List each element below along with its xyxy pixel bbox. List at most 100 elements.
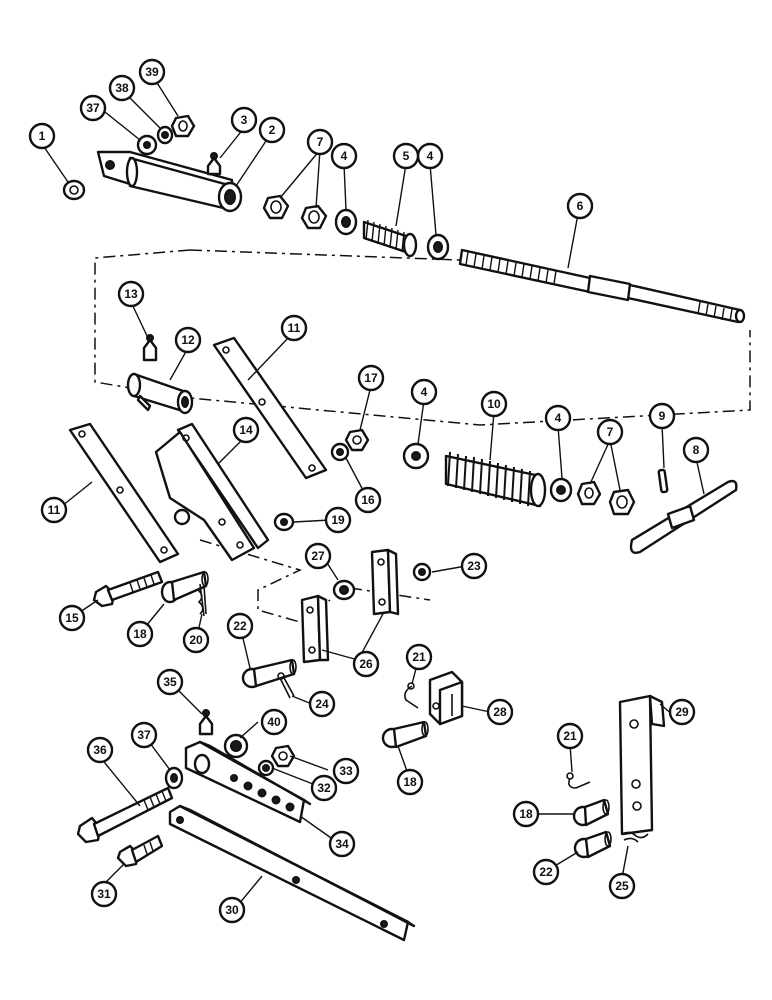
svg-text:30: 30 — [225, 903, 239, 917]
svg-text:21: 21 — [412, 650, 426, 664]
callout-22-mid: 22 — [226, 612, 254, 640]
part-washer-4-mid-b — [549, 477, 573, 503]
svg-text:19: 19 — [331, 513, 345, 527]
part-bolt-15 — [92, 570, 164, 608]
part-nut-7-mid-a — [576, 480, 602, 506]
part-cotter-pin-24 — [277, 672, 295, 699]
svg-text:18: 18 — [133, 627, 147, 641]
part-pivot-tube-12 — [126, 372, 194, 415]
svg-text:29: 29 — [675, 705, 689, 719]
callout-9: 9 — [648, 402, 676, 430]
svg-text:9: 9 — [659, 409, 666, 423]
svg-text:31: 31 — [97, 887, 111, 901]
svg-text:4: 4 — [427, 149, 434, 163]
callout-layer: 1 2 3 4 4 4 4 5 6 7 7 8 9 10 11 11 12 13… — [28, 58, 710, 924]
svg-text:37: 37 — [137, 728, 151, 742]
svg-text:4: 4 — [341, 149, 348, 163]
part-handle-8 — [629, 479, 738, 554]
callout-24: 24 — [308, 690, 336, 718]
callout-10: 10 — [480, 390, 508, 418]
callout-5: 5 — [392, 142, 420, 170]
part-clevis-tube-2 — [96, 150, 243, 213]
part-bolt-36 — [76, 786, 174, 844]
callout-38: 38 — [108, 74, 136, 102]
assembly-dashed-outline-upper-top — [189, 249, 461, 261]
part-washer-32 — [257, 759, 275, 777]
part-clevis-pin-18-lower-mid — [381, 720, 429, 749]
part-nut-7-mid-b — [608, 488, 636, 516]
svg-text:11: 11 — [288, 321, 301, 335]
callout-21-right: 21 — [556, 722, 584, 750]
callout-30: 30 — [218, 896, 246, 924]
callout-8: 8 — [682, 436, 710, 464]
svg-text:26: 26 — [359, 657, 373, 671]
svg-text:23: 23 — [467, 559, 481, 573]
part-spring-clip-25 — [621, 831, 649, 843]
part-bushing-27 — [332, 579, 356, 601]
part-grease-fitting-13 — [142, 334, 158, 362]
part-nut-39 — [170, 114, 196, 138]
leader-lines — [41, 77, 705, 911]
callout-18-right: 18 — [512, 800, 540, 828]
svg-text:3: 3 — [241, 113, 248, 127]
callout-29: 29 — [668, 698, 696, 726]
callout-16: 16 — [354, 486, 382, 514]
svg-text:34: 34 — [335, 837, 349, 851]
callout-4-mid-b: 4 — [544, 404, 572, 432]
callout-37-lower: 37 — [130, 721, 158, 749]
callout-4-top-a: 4 — [330, 142, 358, 170]
callout-27: 27 — [304, 542, 332, 570]
part-grease-fitting-3 — [206, 152, 222, 176]
callout-31: 31 — [90, 880, 118, 908]
callout-3: 3 — [230, 106, 258, 134]
part-clevis-pin-22-mid — [241, 658, 297, 689]
part-clevis-pin-22-right — [573, 830, 612, 859]
svg-text:12: 12 — [181, 333, 195, 347]
part-bolt-31 — [116, 834, 164, 868]
svg-text:7: 7 — [607, 425, 614, 439]
part-washer-16 — [330, 442, 350, 462]
svg-text:5: 5 — [403, 149, 410, 163]
callout-18-lower-mid: 18 — [396, 768, 424, 796]
svg-text:24: 24 — [315, 697, 329, 711]
part-clevis-29 — [618, 694, 666, 836]
part-clip-21-right — [566, 772, 591, 789]
callout-4-mid-a: 4 — [410, 378, 438, 406]
part-clevis-pin-18-right — [572, 798, 610, 827]
svg-text:4: 4 — [555, 411, 562, 425]
callout-22-right: 22 — [532, 858, 560, 886]
part-washer-19 — [273, 512, 295, 532]
svg-text:37: 37 — [86, 101, 100, 115]
part-threaded-rod-6 — [458, 248, 746, 324]
callout-32: 32 — [310, 774, 338, 802]
callout-39: 39 — [138, 58, 166, 86]
part-bar-30 — [168, 804, 416, 942]
part-nut-17 — [344, 428, 370, 452]
svg-text:15: 15 — [65, 611, 79, 625]
callout-7-top: 7 — [306, 128, 334, 156]
svg-text:22: 22 — [233, 619, 247, 633]
part-bracket-14 — [154, 422, 270, 562]
svg-text:10: 10 — [487, 397, 501, 411]
svg-text:18: 18 — [519, 807, 533, 821]
part-nut-7-top-a — [262, 194, 290, 220]
part-nut-7-top-b — [300, 204, 328, 230]
callout-40: 40 — [260, 708, 288, 736]
part-washer-4-mid-a — [402, 442, 430, 470]
callout-13: 13 — [117, 280, 145, 308]
part-spring-5 — [362, 219, 418, 258]
part-nut-33 — [270, 744, 296, 768]
svg-text:11: 11 — [48, 503, 61, 517]
part-washer-37-lower — [164, 766, 184, 790]
part-lockwasher-38 — [156, 125, 174, 145]
callout-15: 15 — [58, 604, 86, 632]
part-washer-4-top-b — [426, 233, 450, 261]
callout-18-mid: 18 — [126, 620, 154, 648]
part-link-26-left — [300, 594, 330, 664]
svg-text:6: 6 — [577, 199, 584, 213]
callout-33: 33 — [332, 757, 360, 785]
callout-36: 36 — [86, 736, 114, 764]
callout-12: 12 — [174, 326, 202, 354]
callout-17: 17 — [357, 364, 385, 392]
